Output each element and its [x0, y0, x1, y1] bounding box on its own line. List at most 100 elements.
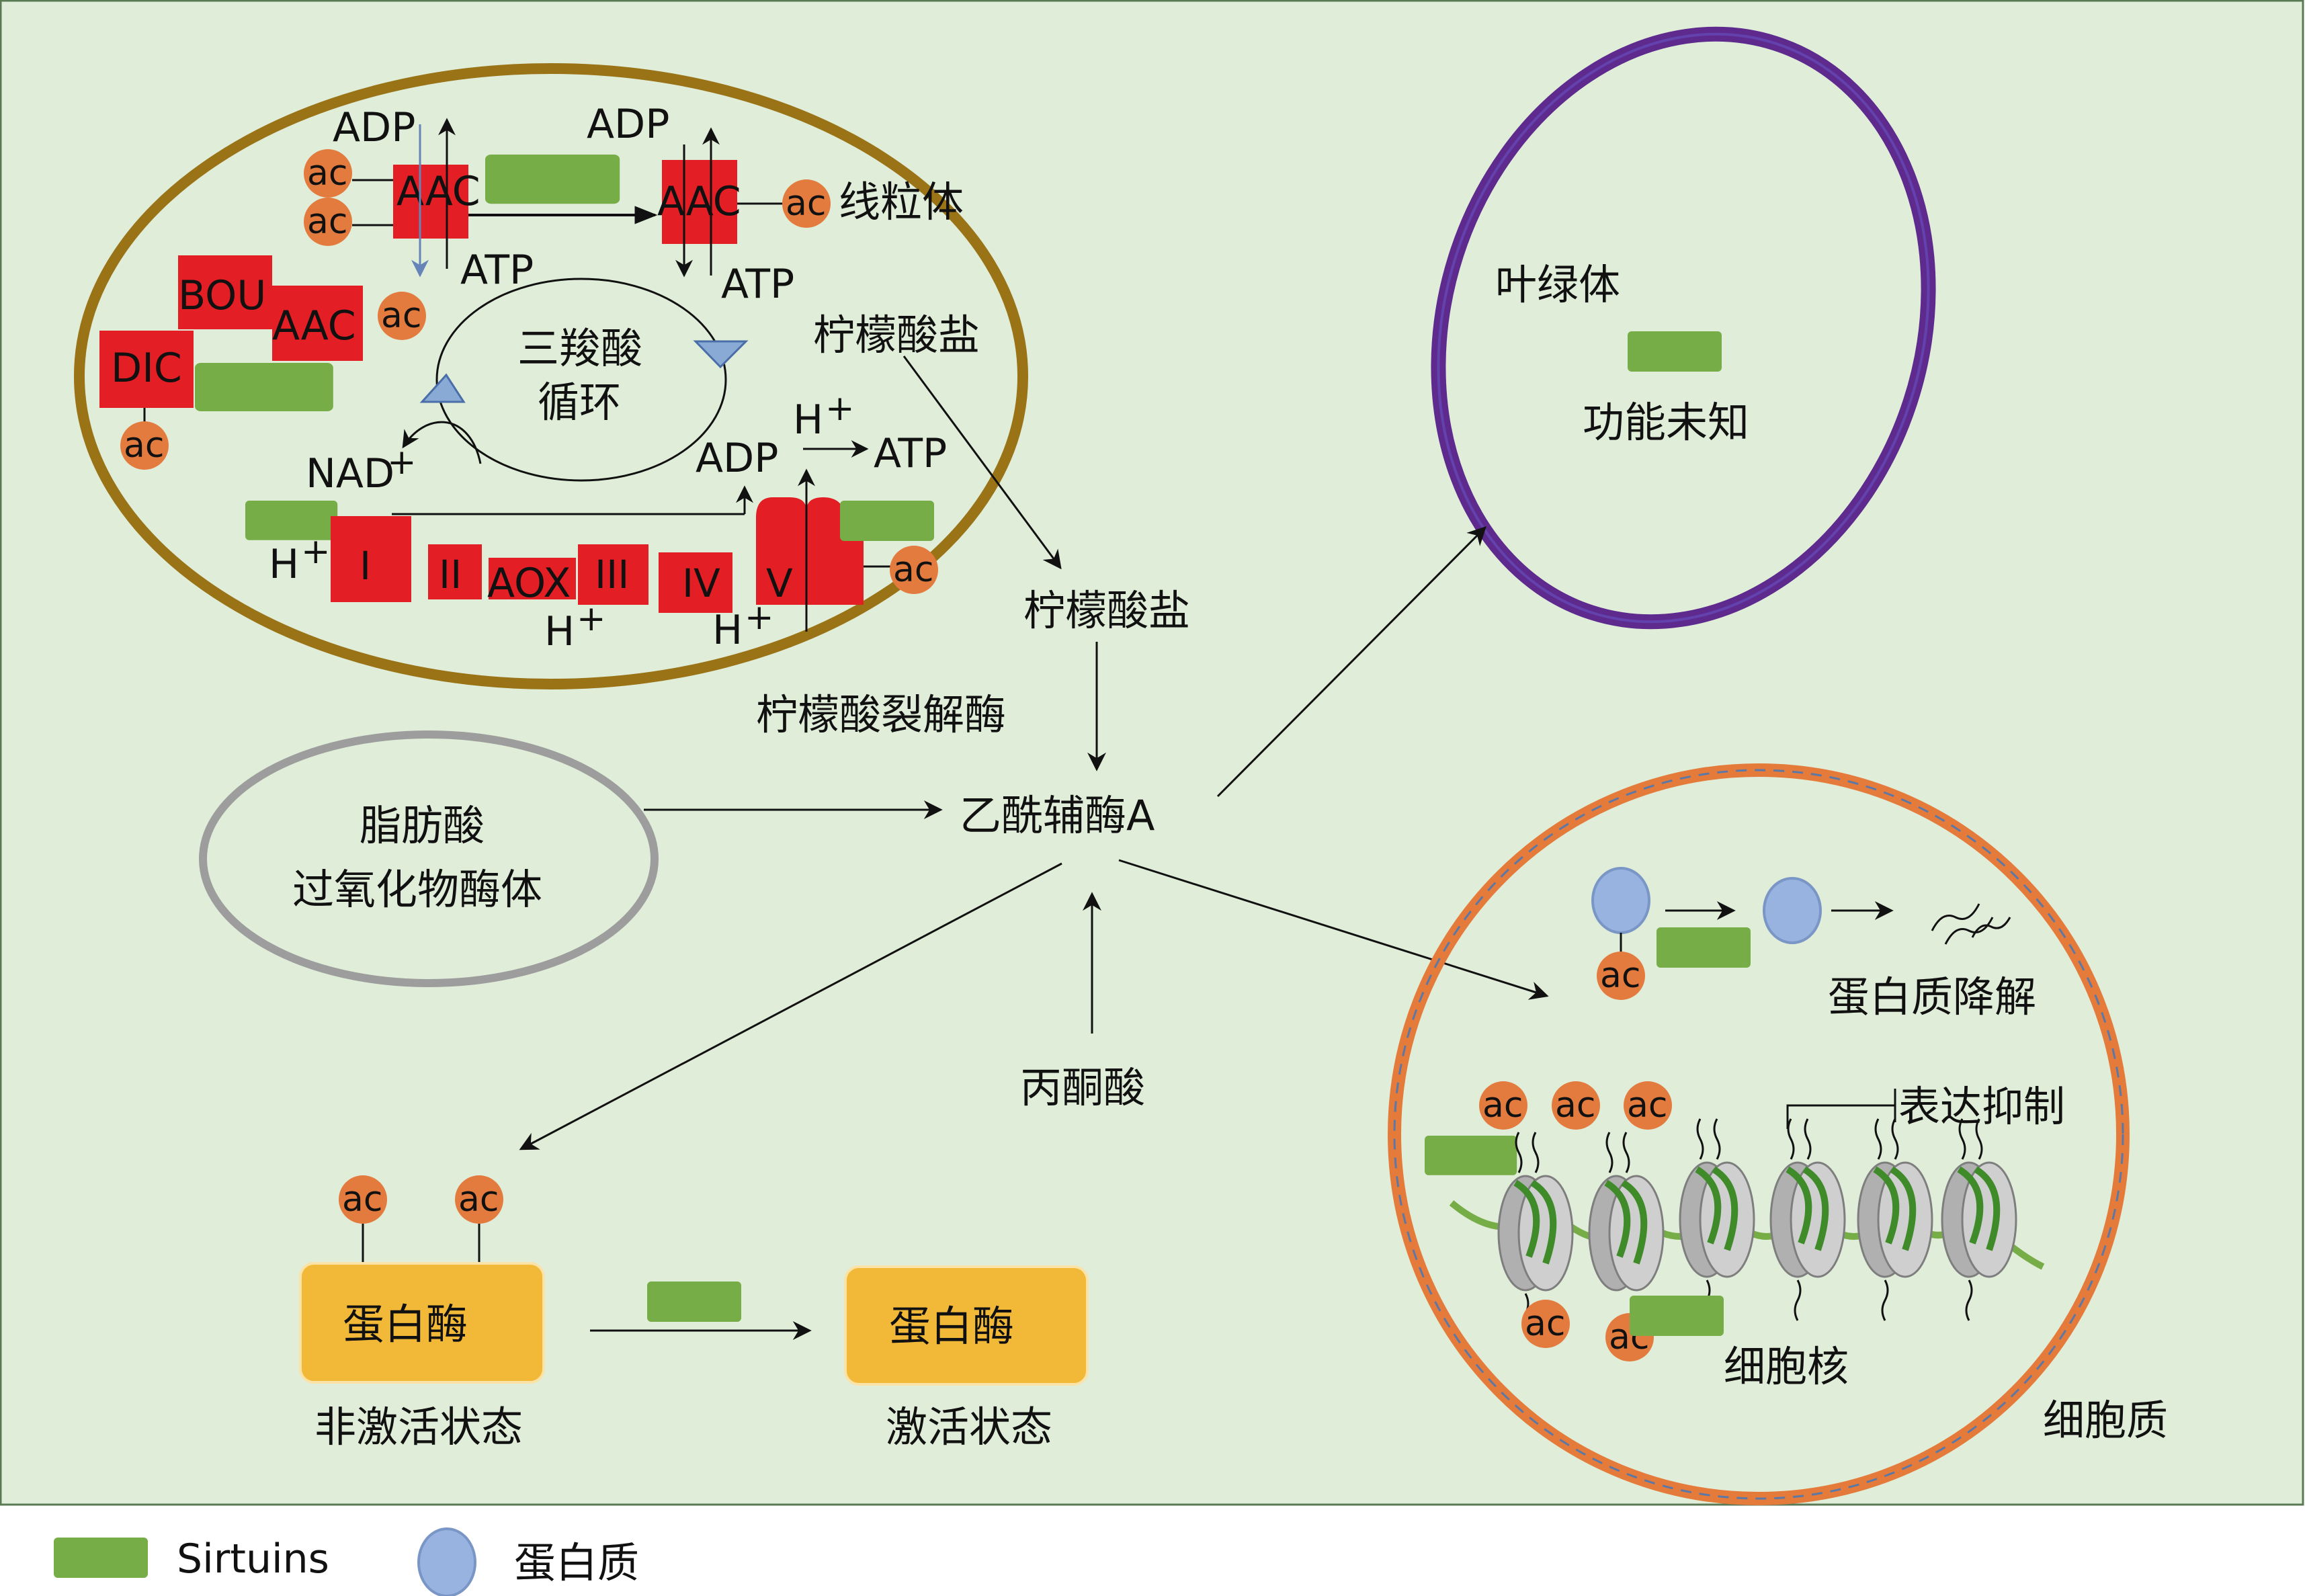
- nad-arrow: [402, 421, 482, 464]
- ac-label-enzyme-1: ac: [342, 1179, 382, 1220]
- bou-transporter: [178, 255, 272, 329]
- h-top-label: H: [793, 396, 823, 444]
- protein-acetylated: [1591, 867, 1650, 934]
- aac-label-1: AAC: [396, 168, 480, 215]
- mitochondrion-membrane: [74, 63, 1028, 689]
- sirtuin-protein: [1657, 927, 1751, 968]
- ac-label-histone-1: ac: [1482, 1085, 1523, 1126]
- repression-bracket: [1786, 1089, 1896, 1129]
- dic-label: DIC: [111, 345, 182, 392]
- aac-label-3: AAC: [272, 302, 356, 349]
- complex-ii-label: II: [439, 552, 462, 597]
- peroxisome-label-line1: 脂肪酸: [360, 801, 485, 850]
- tca-triangle-left: [419, 373, 466, 403]
- nad-label: NAD: [306, 450, 394, 497]
- h-right-label: H: [712, 607, 743, 654]
- bou-label: BOU: [178, 272, 266, 319]
- ac-label-6: ac: [893, 550, 933, 590]
- cytoplasm: 细胞质 ac 蛋白质降解 ac ac ac: [1388, 763, 2168, 1505]
- dic-transporter: [99, 331, 194, 408]
- h-left-superscript: +: [301, 532, 331, 572]
- adp-label-2: ADP: [587, 101, 669, 148]
- citrate-lyase-label: 柠檬酸裂解酶: [756, 690, 1006, 739]
- ac-label-histone-4: ac: [1525, 1304, 1565, 1344]
- ac-label-5: ac: [124, 425, 164, 466]
- enzyme-active-label: 蛋白酶: [889, 1302, 1014, 1351]
- chloroplast-function-label: 功能未知: [1583, 398, 1749, 447]
- mitochondrion-label: 线粒体: [839, 177, 964, 226]
- mitochondrion: AAC ADP ATP ac ac AAC ADP ATP ac 线粒体 BOU…: [74, 63, 1028, 689]
- tca-label-line1: 三羧酸: [517, 324, 642, 373]
- sirtuin-nucleus-2: [1630, 1296, 1724, 1336]
- aox-label: AOX: [487, 560, 571, 607]
- h-left-label: H: [269, 541, 299, 588]
- complex-v-label: V: [766, 560, 793, 606]
- tca-label-line2: 循环: [538, 378, 621, 427]
- complex-v: [756, 497, 864, 605]
- ac-label-protein: ac: [1600, 956, 1640, 996]
- complex-iii-label: III: [595, 552, 629, 597]
- h-right-superscript: +: [745, 597, 774, 638]
- complex-i-label: I: [360, 543, 371, 589]
- ac-label-3: ac: [786, 183, 826, 224]
- enzyme-active-state: 激活状态: [886, 1402, 1052, 1452]
- tca-triangle-right: [693, 340, 749, 369]
- aox: [489, 558, 576, 599]
- enzyme-active-box: [844, 1265, 1089, 1386]
- nucleosome-6: [1941, 1118, 2017, 1321]
- sirtuin-complex-v: [840, 501, 934, 541]
- peroxisome-label-line2: 过氧化物酶体: [292, 865, 542, 914]
- citrate-export-arrow: [903, 355, 1062, 570]
- legend-protein-swatch: [417, 1527, 476, 1596]
- protein-deacetylated: [1763, 877, 1822, 944]
- ac-label-4: ac: [381, 296, 421, 336]
- nucleosome-5: [1857, 1118, 1933, 1321]
- degradation-label: 蛋白质降解: [1828, 972, 2036, 1021]
- sirtuin-chloroplast: [1628, 331, 1722, 372]
- peroxisome-inner: [210, 741, 648, 976]
- h-mid-label: H: [544, 608, 575, 655]
- nucleosome-1: [1497, 1132, 1574, 1335]
- chloroplast-membrane-highlight: [1437, 32, 1930, 624]
- ac-label-enzyme-2: ac: [458, 1179, 499, 1220]
- acetylcoa-to-chloroplast-arrow: [1216, 526, 1486, 798]
- h-mid-superscript: +: [577, 599, 606, 639]
- enzyme-activation: ac ac 蛋白酶 非激活状态 蛋白酶 激活状态: [299, 1175, 1089, 1452]
- cytoplasm-label: 细胞质: [2043, 1396, 2168, 1445]
- atp-label-3: ATP: [874, 430, 947, 477]
- aac-transporter-2: [662, 160, 737, 244]
- peroxisome-outer: [199, 730, 659, 987]
- tca-cycle-ring: [435, 278, 727, 482]
- atp-label-2: ATP: [721, 261, 794, 308]
- cytoplasm-dashed-line: [1393, 769, 2124, 1500]
- acetylcoa-to-cytoplasm-arrow: [1118, 859, 1549, 1000]
- sirtuin-mito-1: [485, 155, 620, 204]
- degraded-peptides: [1931, 903, 2011, 945]
- legend-protein-label: 蛋白质: [514, 1538, 639, 1587]
- ac-label-histone-3: ac: [1627, 1085, 1667, 1126]
- ac-label-1: ac: [307, 153, 347, 194]
- nucleosome-2: [1588, 1132, 1665, 1292]
- pyruvate-label: 丙酮酸: [1020, 1063, 1145, 1112]
- repression-label: 表达抑制: [1898, 1082, 2065, 1131]
- sirtuin-nucleus-1: [1425, 1136, 1517, 1175]
- adp-label-3: ADP: [696, 435, 778, 482]
- nucleosome-4: [1769, 1118, 1846, 1321]
- acetylcoa-to-enzyme-arrow: [519, 862, 1062, 1150]
- adp-label-1: ADP: [333, 104, 415, 151]
- complex-i: [331, 516, 411, 602]
- complex-iii: [578, 544, 648, 605]
- atp-label-1: ATP: [460, 247, 534, 294]
- aac-label-2: AAC: [657, 178, 741, 225]
- enzyme-inactive-label: 蛋白酶: [343, 1300, 468, 1349]
- sirtuin-mito-2: [195, 363, 333, 411]
- nucleus-label: 细胞核: [1724, 1342, 1849, 1391]
- legend-sirtuin-swatch: [54, 1538, 148, 1578]
- complex-ii: [428, 544, 482, 599]
- legend: Sirtuins 蛋白质: [54, 1527, 639, 1596]
- h-top-superscript: +: [825, 388, 855, 429]
- chloroplast-label: 叶绿体: [1495, 260, 1620, 309]
- ac-label-2: ac: [307, 202, 347, 242]
- enzyme-inactive-state: 非激活状态: [315, 1402, 523, 1452]
